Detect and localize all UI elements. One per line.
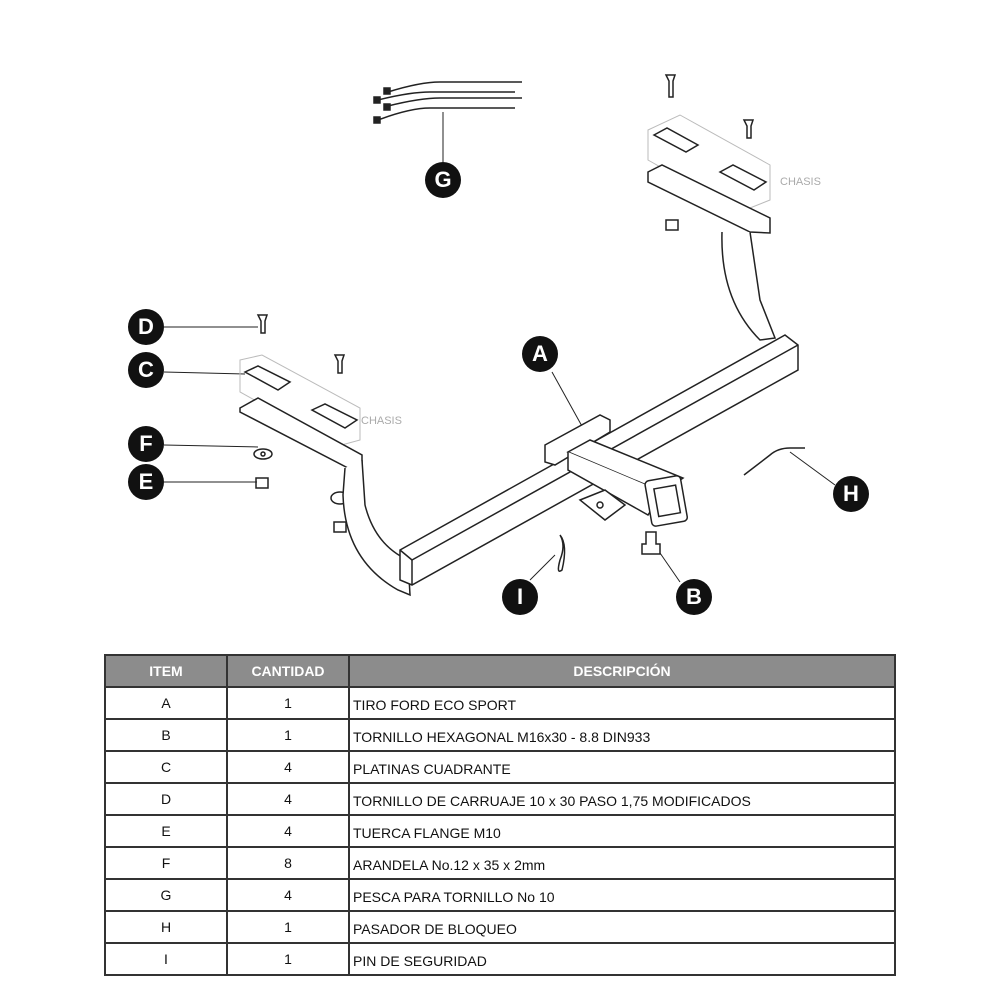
hitch-body [239, 164, 799, 597]
quantity-cell: 4 [226, 782, 350, 816]
description-cell: TUERCA FLANGE M10 [348, 814, 896, 848]
carriage-bolts [256, 74, 755, 374]
callout-f: F [128, 426, 164, 462]
quantity-cell: 8 [226, 846, 350, 880]
item-cell: D [104, 782, 228, 816]
hex-bolt-b [641, 531, 661, 555]
description-cell: ARANDELA No.12 x 35 x 2mm [348, 846, 896, 880]
header-item: ITEM [104, 654, 228, 688]
quantity-cell: 4 [226, 814, 350, 848]
description-cell: TORNILLO HEXAGONAL M16x30 - 8.8 DIN933 [348, 718, 896, 752]
callout-d: D [128, 309, 164, 345]
item-cell: I [104, 942, 228, 976]
description-cell: PIN DE SEGURIDAD [348, 942, 896, 976]
description-cell: TORNILLO DE CARRUAJE 10 x 30 PASO 1,75 M… [348, 782, 896, 816]
quantity-cell: 4 [226, 878, 350, 912]
quadrant-plates [243, 127, 768, 429]
item-cell: H [104, 910, 228, 944]
hitch-exploded-diagram [163, 74, 836, 597]
quantity-cell: 1 [226, 686, 350, 720]
callout-a: A [522, 336, 558, 372]
leader-lines [163, 112, 836, 583]
safety-pin-i [557, 534, 566, 572]
callout-e: E [128, 464, 164, 500]
chasis-label-left: CHASIS [361, 415, 402, 427]
description-cell: PESCA PARA TORNILLO No 10 [348, 878, 896, 912]
description-cell: PLATINAS CUADRANTE [348, 750, 896, 784]
item-cell: B [104, 718, 228, 752]
quantity-cell: 4 [226, 750, 350, 784]
wire-clips-g [373, 81, 522, 124]
description-cell: PASADOR DE BLOQUEO [348, 910, 896, 944]
chasis-outline [239, 114, 771, 447]
quantity-cell: 1 [226, 910, 350, 944]
callout-h: H [833, 476, 869, 512]
header-description: DESCRIPCIÓN [348, 654, 896, 688]
item-cell: E [104, 814, 228, 848]
chasis-label-right: CHASIS [780, 176, 821, 188]
item-cell: C [104, 750, 228, 784]
header-quantity: CANTIDAD [226, 654, 350, 688]
description-cell: TIRO FORD ECO SPORT [348, 686, 896, 720]
locking-pin-h [743, 447, 805, 476]
quantity-cell: 1 [226, 718, 350, 752]
callout-i: I [502, 579, 538, 615]
item-cell: A [104, 686, 228, 720]
callout-g: G [425, 162, 461, 198]
callout-b: B [676, 579, 712, 615]
item-cell: G [104, 878, 228, 912]
table-header: ITEM CANTIDAD DESCRIPCIÓN [104, 654, 896, 688]
quantity-cell: 1 [226, 942, 350, 976]
callout-c: C [128, 352, 164, 388]
item-cell: F [104, 846, 228, 880]
